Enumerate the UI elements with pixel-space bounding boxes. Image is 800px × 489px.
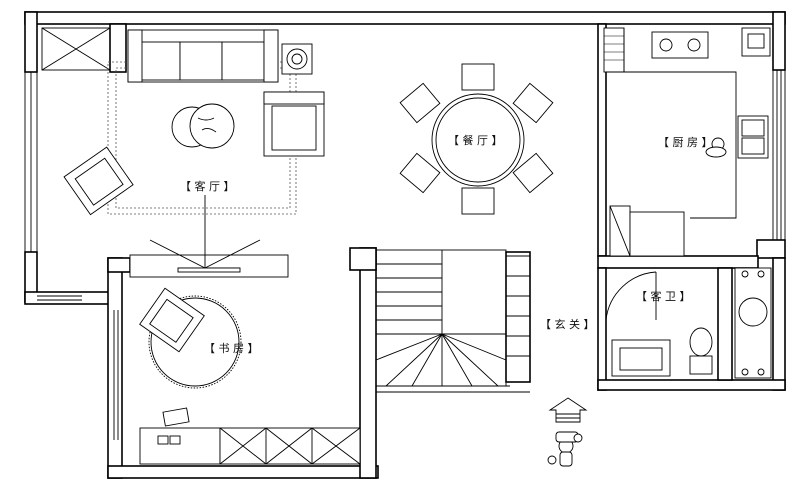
living-room: 【 客 厅 】 bbox=[41, 23, 325, 278]
guest-bath: 【 客 卫 】 bbox=[605, 267, 772, 379]
entrance: 【 玄 关 】 bbox=[540, 317, 595, 467]
person-walking-icon bbox=[547, 431, 583, 467]
dining-table-icon bbox=[431, 93, 525, 187]
sink-icon bbox=[737, 115, 769, 159]
room-label-study: 【 书 房 】 bbox=[204, 342, 259, 355]
vanity-icon bbox=[611, 339, 671, 377]
outer-walls bbox=[24, 11, 786, 479]
person-icon bbox=[705, 137, 727, 158]
room-label-kitchen: 【 厨 房 】 bbox=[658, 136, 713, 149]
staircase bbox=[375, 249, 530, 387]
room-label-guest-bath: 【 客 卫 】 bbox=[636, 289, 691, 303]
desk-icon bbox=[139, 407, 221, 465]
fridge-icon bbox=[741, 27, 771, 57]
lounge-chair-icon bbox=[63, 146, 134, 216]
dining-room: 【 餐 厅 】 bbox=[399, 63, 554, 215]
entry-arrow-icon bbox=[548, 397, 588, 423]
room-label-living: 【 客 厅 】 bbox=[180, 179, 235, 193]
armchair-icon bbox=[263, 91, 325, 157]
side-table-icon bbox=[281, 43, 313, 75]
armchair-icon bbox=[139, 287, 205, 353]
stove-icon bbox=[651, 31, 709, 59]
kitchen: 【 厨 房 】 bbox=[603, 27, 771, 257]
tv-cabinet-icon bbox=[129, 195, 289, 278]
study-room: 【 书 房 】 bbox=[139, 287, 361, 465]
cabinet-icon bbox=[219, 427, 361, 465]
dining-chair-icon bbox=[399, 63, 554, 215]
room-label-entrance: 【 玄 关 】 bbox=[540, 317, 595, 331]
coffee-table-icon bbox=[171, 103, 235, 149]
sofa-icon bbox=[127, 29, 279, 83]
toilet-icon bbox=[689, 327, 713, 375]
room-label-dining: 【 餐 厅 】 bbox=[448, 133, 503, 147]
